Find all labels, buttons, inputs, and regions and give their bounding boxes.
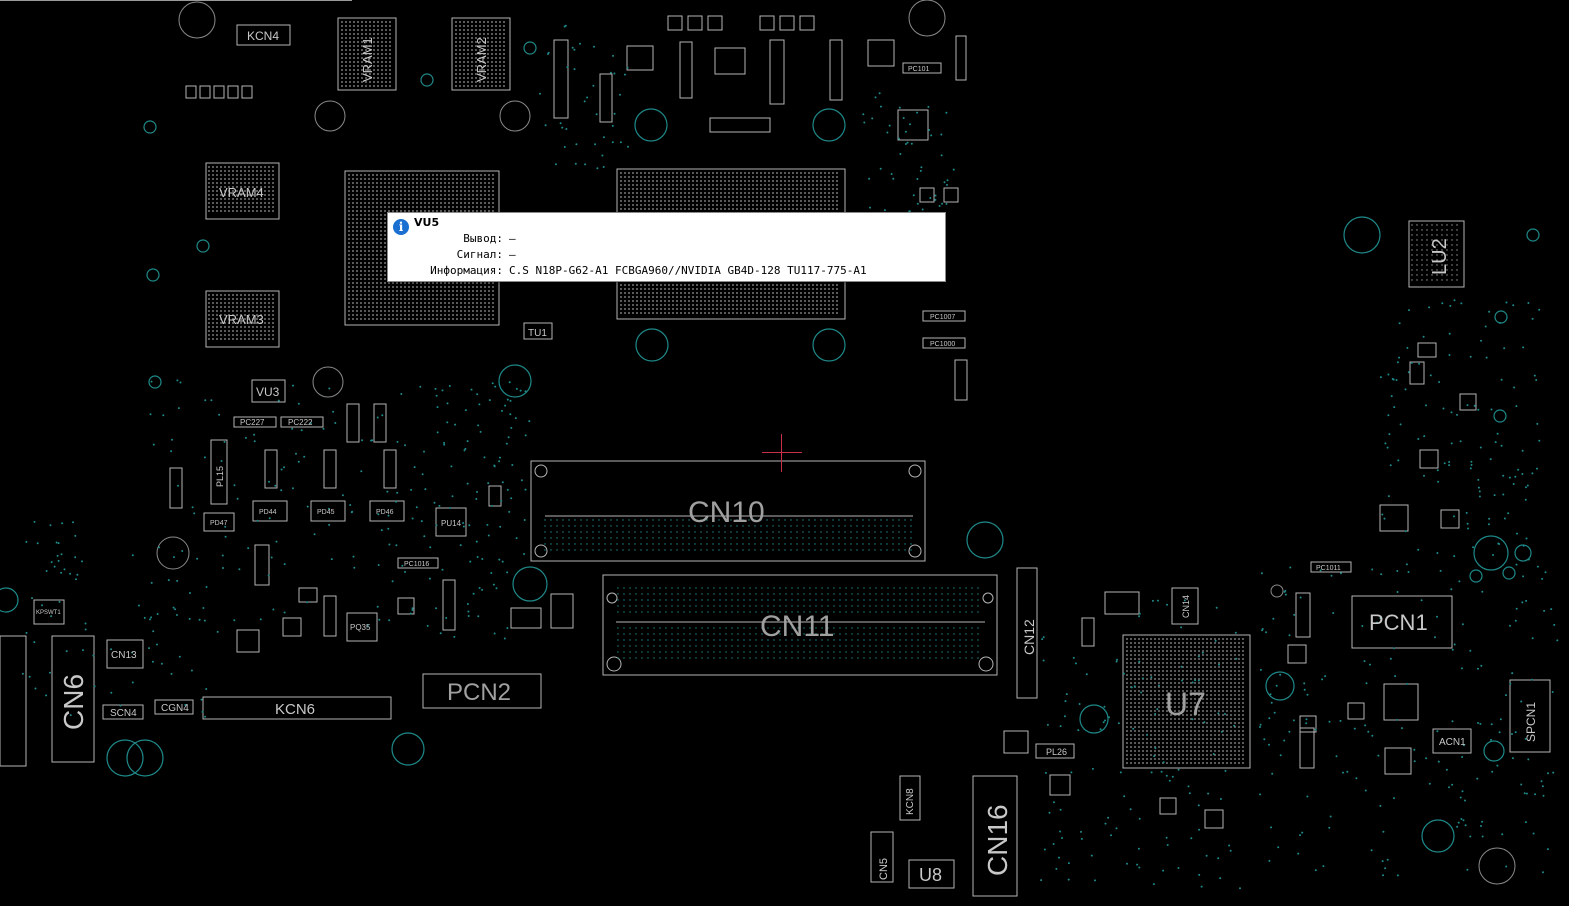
tooltip-row-pin: Вывод: —	[388, 232, 516, 245]
label-vram3: VRAM3	[219, 312, 264, 327]
pcn2-outline	[422, 673, 542, 709]
label-cgn4: CGN4	[161, 703, 189, 714]
label-pq35: PQ35	[350, 623, 371, 632]
top-edge-line	[0, 0, 352, 1]
kcn6-outline	[202, 696, 392, 720]
label-pc1016: PC1016	[404, 561, 429, 568]
tooltip-value: —	[509, 232, 516, 245]
tooltip-row-signal: Сигнал: —	[388, 248, 516, 261]
vram4-package	[205, 162, 280, 220]
cursor-crosshair-vertical	[781, 434, 782, 472]
tooltip-component-name: VU5	[414, 216, 440, 229]
cgn4-outline	[154, 699, 194, 715]
label-cn14: CN14	[1181, 595, 1191, 618]
scn4-outline	[102, 704, 144, 720]
label-pc101: PC101	[908, 66, 930, 73]
label-pc1000: PC1000	[930, 341, 955, 348]
label-pcn1: PCN1	[1369, 610, 1428, 635]
tooltip-row-info: Информация: C.S N18P-G62-A1 FCBGA960//NVI…	[388, 264, 867, 277]
label-spcn1: SPCN1	[1524, 702, 1538, 742]
component-info-tooltip: i VU5 Вывод: — Сигнал: — Информация: C.S N1…	[387, 212, 946, 282]
label-pl26: PL26	[1046, 747, 1067, 757]
vram3-package	[205, 290, 280, 348]
pq35-outline	[346, 612, 378, 642]
cn6-outline	[51, 635, 95, 763]
kcn8-outline	[899, 775, 921, 821]
cn16-outline	[972, 775, 1018, 897]
label-kpswt1: KPSWT1	[36, 610, 61, 616]
tooltip-label: Сигнал:	[456, 248, 503, 261]
u8-outline	[908, 859, 955, 889]
label-cn13: CN13	[111, 650, 137, 661]
label-vram2: VRAM2	[474, 37, 489, 82]
cn14-outline	[1171, 587, 1199, 625]
tooltip-value: C.S N18P-G62-A1 FCBGA960//NVIDIA GB4D-12…	[509, 264, 867, 277]
cn5-outline	[870, 831, 894, 883]
pl15-outline	[210, 439, 228, 505]
label-scn4: SCN4	[110, 708, 137, 719]
vu3-outline	[251, 379, 286, 403]
label-cn6: CN6	[58, 674, 89, 730]
pcn1-outline	[1351, 595, 1453, 649]
label-pc1011: PC1011	[1316, 565, 1341, 572]
tooltip-label: Информация:	[430, 264, 503, 277]
tooltip-value: —	[509, 248, 516, 261]
label-cn16: CN16	[982, 804, 1013, 876]
cn12-outline	[1016, 567, 1038, 699]
label-pcn2: PCN2	[447, 679, 511, 706]
kcn4-outline	[236, 24, 291, 46]
label-pc227: PC227	[240, 418, 265, 427]
label-acn1: ACN1	[1439, 737, 1466, 748]
label-pl15: PL15	[215, 466, 225, 487]
vram1-package	[337, 17, 397, 91]
label-pc1007: PC1007	[930, 314, 955, 321]
label-cn11: CN11	[760, 610, 834, 643]
label-pc222: PC222	[288, 418, 313, 427]
cn13-outline	[106, 639, 144, 669]
label-vram4: VRAM4	[219, 185, 264, 200]
vram2-package	[451, 17, 511, 91]
label-vram1: VRAM1	[360, 37, 375, 82]
cn10-outline	[530, 460, 926, 562]
kpswt1-outline	[33, 599, 65, 625]
label-vu3: VU3	[256, 385, 280, 399]
info-icon: i	[393, 219, 409, 235]
label-cn10: CN10	[688, 496, 765, 529]
tooltip-label: Вывод:	[463, 232, 503, 245]
label-tu1: TU1	[528, 328, 547, 339]
label-kcn8: KCN8	[905, 788, 916, 815]
cursor-crosshair-horizontal	[762, 452, 802, 453]
spcn1-outline	[1509, 679, 1551, 753]
u7-package	[1122, 634, 1251, 769]
label-pd45: PD45	[317, 509, 335, 516]
label-cn12: CN12	[1021, 619, 1037, 655]
lu2-outline	[1408, 220, 1465, 288]
label-u8: U8	[919, 865, 942, 885]
acn1-outline	[1432, 728, 1472, 754]
label-kcn6: KCN6	[275, 701, 315, 718]
label-pd46: PD46	[376, 509, 394, 516]
label-pd44: PD44	[259, 509, 277, 516]
label-cn5: CN5	[878, 858, 890, 880]
label-pd47: PD47	[210, 520, 228, 527]
label-u7: U7	[1165, 686, 1206, 722]
cn11-outline	[602, 574, 998, 676]
label-pu14: PU14	[441, 519, 462, 528]
label-kcn4: KCN4	[247, 29, 279, 43]
label-lu2: LU2	[1429, 238, 1451, 275]
tu1-outline	[523, 322, 553, 340]
